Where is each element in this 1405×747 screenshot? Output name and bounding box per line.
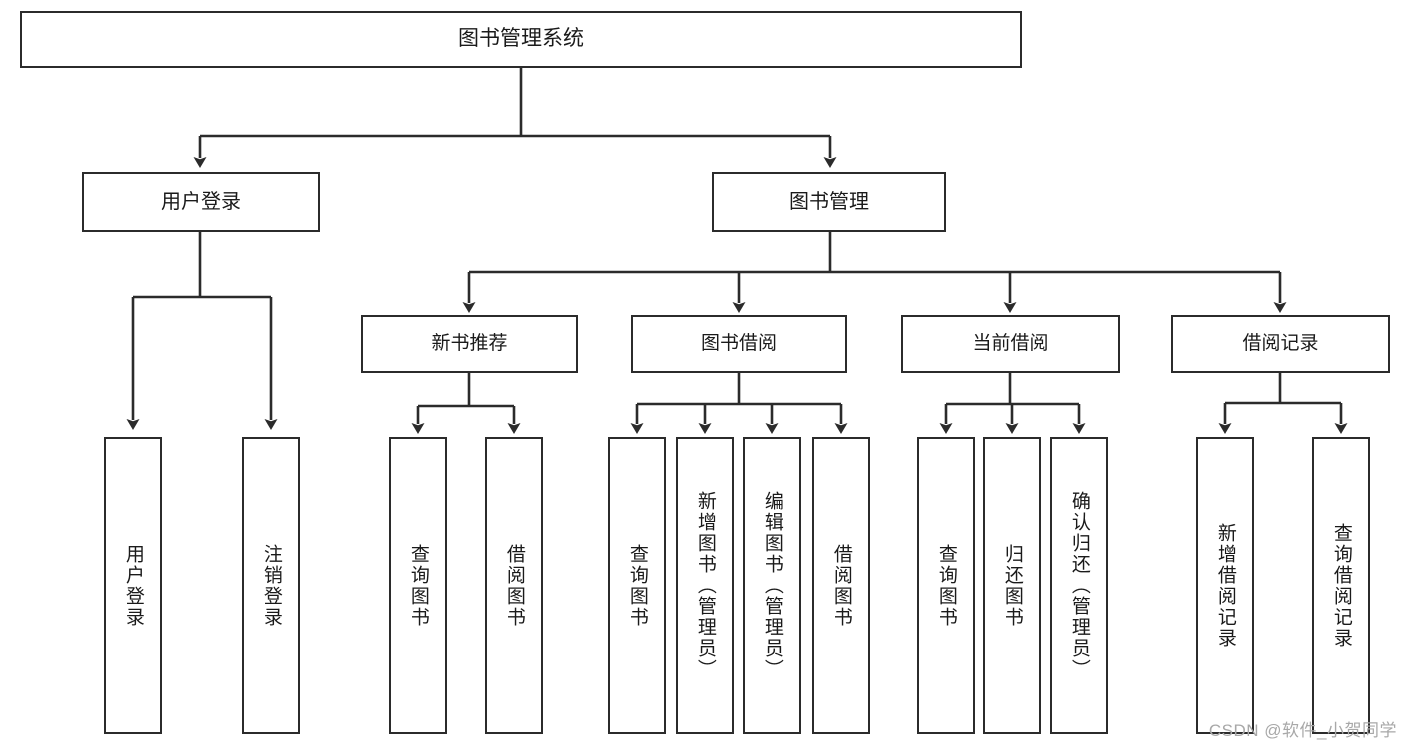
node-leaf-query-book-3[interactable]: 查询图书 [917,437,975,734]
node-leaf-query-record[interactable]: 查询借阅记录 [1312,437,1370,734]
node-user-login-label: 用户登录 [161,190,241,213]
node-leaf-add-record[interactable]: 新增借阅记录 [1196,437,1254,734]
node-leaf-add-book-label: 新增图书（管理员） [694,491,716,680]
node-root-label: 图书管理系统 [458,27,584,51]
node-new-book-recommend-label: 新书推荐 [431,333,508,355]
node-leaf-return-book[interactable]: 归还图书 [983,437,1041,734]
node-leaf-return-book-label: 归还图书 [1001,543,1023,628]
node-current-borrow-label: 当前借阅 [972,333,1049,355]
node-leaf-query-book-3-label: 查询图书 [935,543,957,628]
node-leaf-borrow-book-2[interactable]: 借阅图书 [812,437,870,734]
node-leaf-user-login[interactable]: 用户登录 [104,437,162,734]
node-leaf-query-book-1-label: 查询图书 [407,543,429,628]
node-leaf-borrow-book-2-label: 借阅图书 [830,543,852,628]
node-leaf-edit-book-label: 编辑图书（管理员） [761,491,783,680]
node-leaf-confirm-return[interactable]: 确认归还（管理员） [1050,437,1108,734]
node-leaf-query-book-2[interactable]: 查询图书 [608,437,666,734]
node-root[interactable]: 图书管理系统 [20,11,1022,68]
node-new-book-recommend[interactable]: 新书推荐 [361,315,578,373]
node-book-borrow-label: 图书借阅 [700,333,777,355]
node-leaf-user-login-label: 用户登录 [122,543,144,628]
node-book-borrow[interactable]: 图书借阅 [631,315,847,373]
watermark: CSDN @软件_小贺同学 [1208,721,1397,740]
node-leaf-add-book[interactable]: 新增图书（管理员） [676,437,734,734]
node-borrow-record-label: 借阅记录 [1242,333,1319,355]
node-leaf-confirm-return-label: 确认归还（管理员） [1068,491,1090,680]
node-user-login[interactable]: 用户登录 [82,172,320,232]
node-leaf-query-book-1[interactable]: 查询图书 [389,437,447,734]
node-leaf-logout[interactable]: 注销登录 [242,437,300,734]
node-leaf-query-book-2-label: 查询图书 [626,543,648,628]
node-leaf-add-record-label: 新增借阅记录 [1214,522,1236,649]
node-borrow-record[interactable]: 借阅记录 [1171,315,1390,373]
node-leaf-edit-book[interactable]: 编辑图书（管理员） [743,437,801,734]
node-book-management[interactable]: 图书管理 [712,172,946,232]
node-leaf-borrow-book-1[interactable]: 借阅图书 [485,437,543,734]
node-current-borrow[interactable]: 当前借阅 [901,315,1120,373]
node-leaf-logout-label: 注销登录 [260,543,282,628]
node-leaf-query-record-label: 查询借阅记录 [1330,522,1352,649]
node-leaf-borrow-book-1-label: 借阅图书 [503,543,525,628]
node-book-management-label: 图书管理 [789,190,869,213]
